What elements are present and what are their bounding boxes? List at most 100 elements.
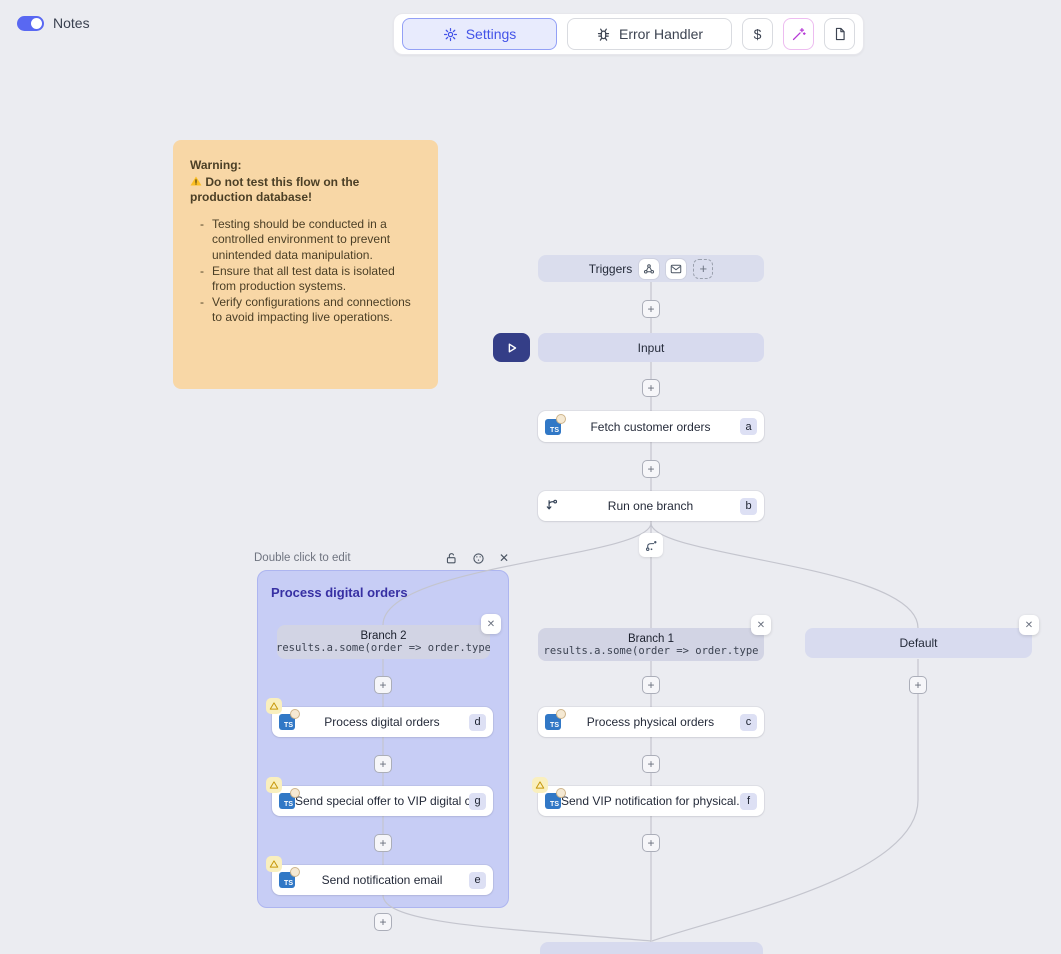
typescript-icon: TS	[545, 413, 566, 435]
typescript-icon: TS	[545, 709, 566, 730]
step-label: Process physical orders	[586, 715, 715, 729]
gear-icon	[443, 27, 458, 42]
branch-split-icon	[639, 533, 663, 557]
insert-step-button[interactable]: +	[642, 379, 660, 397]
step-node-send-vip-notification[interactable]: TS Send VIP notification for physical...…	[538, 786, 764, 816]
delete-branch2-button[interactable]: ✕	[481, 614, 501, 634]
step-id-badge: g	[469, 792, 486, 810]
unlock-icon[interactable]	[445, 551, 458, 565]
bun-runtime-icon	[556, 413, 566, 424]
branch2-condition-code: results.a.some(order => order.type	[277, 642, 490, 654]
step-id-badge: e	[469, 871, 486, 889]
insert-step-button[interactable]: +	[642, 460, 660, 478]
error-handler-button-label: Error Handler	[618, 26, 704, 42]
palette-icon[interactable]	[472, 551, 485, 565]
toggle-knob	[31, 18, 42, 29]
merge-node[interactable]	[540, 942, 763, 954]
step-label: Send special offer to VIP digital c...	[295, 794, 469, 808]
group-title: Process digital orders	[271, 585, 408, 600]
warning-note-bullet-list: Testing should be conducted in a control…	[190, 217, 421, 326]
branch1-title: Branch 1	[627, 632, 675, 645]
warning-note-bullet: Verify configurations and connections to…	[200, 295, 421, 326]
default-branch-node[interactable]: Default	[805, 628, 1032, 658]
warning-note-bullet: Ensure that all test data is isolated fr…	[200, 264, 421, 295]
step-node-process-physical-orders[interactable]: TS Process physical orders c	[538, 707, 764, 737]
settings-button-label: Settings	[465, 26, 517, 42]
email-trigger-button[interactable]	[666, 258, 687, 279]
add-trigger-button[interactable]: +	[693, 258, 714, 279]
branch2-condition-node[interactable]: Branch 2 results.a.some(order => order.t…	[277, 625, 490, 659]
triggers-node[interactable]: Triggers +	[538, 255, 764, 282]
close-group-icon[interactable]: ✕	[498, 551, 509, 565]
step-node-send-special-offer[interactable]: TS Send special offer to VIP digital c..…	[272, 786, 493, 816]
warning-note[interactable]: Warning: Do not test this flow on the pr…	[173, 140, 438, 389]
play-icon	[508, 343, 516, 352]
insert-step-button[interactable]: +	[909, 676, 927, 694]
group-edit-hint: Double click to edit	[254, 552, 351, 564]
branch1-condition-node[interactable]: Branch 1 results.a.some(order => order.t…	[538, 628, 764, 661]
bun-runtime-icon	[556, 709, 566, 719]
typescript-icon: TS	[279, 867, 300, 888]
step-label: Send notification email	[321, 873, 443, 887]
warning-note-alert-text: Do not test this flow on the production …	[190, 174, 360, 205]
step-label: Fetch customer orders	[590, 419, 711, 434]
step-id-badge: b	[740, 497, 757, 515]
input-node[interactable]: Input	[538, 333, 764, 362]
insert-step-button[interactable]: +	[374, 913, 392, 931]
insert-step-button[interactable]: +	[642, 834, 660, 852]
step-id-badge: a	[740, 418, 757, 435]
insert-step-button[interactable]: +	[374, 834, 392, 852]
warning-note-bullet: Testing should be conducted in a control…	[200, 217, 421, 264]
branch1-condition-code: results.a.some(order => order.type	[543, 644, 759, 657]
warning-note-alert: Do not test this flow on the production …	[190, 175, 421, 206]
ai-wand-button[interactable]	[783, 18, 814, 50]
step-node-process-digital-orders[interactable]: TS Process digital orders d	[272, 707, 493, 737]
branch2-title: Branch 2	[360, 630, 407, 642]
step-node-fetch-customer-orders[interactable]: TS Fetch customer orders a	[538, 411, 764, 442]
branch-one-icon	[545, 499, 561, 513]
insert-step-button[interactable]: +	[374, 755, 392, 773]
step-label: Run one branch	[607, 499, 694, 513]
typescript-icon: TS	[279, 709, 300, 730]
notes-toggle[interactable]	[17, 16, 44, 31]
delete-branch1-button[interactable]: ✕	[751, 615, 771, 635]
notes-toggle-label: Notes	[53, 15, 90, 31]
pricing-button[interactable]: $	[742, 18, 773, 50]
insert-step-button[interactable]: +	[642, 676, 660, 694]
warning-badge	[266, 777, 282, 793]
typescript-icon: TS	[279, 788, 300, 809]
document-button[interactable]	[824, 18, 855, 50]
bug-icon	[596, 27, 611, 42]
insert-step-button[interactable]: +	[374, 676, 392, 694]
document-icon	[833, 27, 847, 41]
webhook-icon	[644, 263, 655, 274]
step-node-send-notification-email[interactable]: TS Send notification email e	[272, 865, 493, 895]
step-id-badge: c	[740, 713, 757, 731]
warning-badge	[266, 856, 282, 872]
warning-badge	[266, 698, 282, 714]
error-handler-button[interactable]: Error Handler	[567, 18, 732, 50]
delete-default-branch-button[interactable]: ✕	[1019, 615, 1039, 635]
settings-button[interactable]: Settings	[402, 18, 557, 50]
bun-runtime-icon	[556, 788, 566, 798]
warning-note-title: Warning:	[190, 158, 242, 172]
insert-step-button[interactable]: +	[642, 755, 660, 773]
typescript-icon: TS	[545, 788, 566, 809]
step-node-run-one-branch[interactable]: Run one branch b	[538, 491, 764, 521]
webhook-trigger-button[interactable]	[639, 258, 660, 279]
step-label: Process digital orders	[324, 715, 440, 729]
insert-step-button[interactable]: +	[642, 300, 660, 318]
flow-toolbar: Settings Error Handler $	[393, 13, 864, 55]
bun-runtime-icon	[290, 709, 300, 719]
group-actions: ✕	[445, 551, 509, 565]
triggers-label: Triggers	[588, 261, 633, 276]
dollar-icon: $	[753, 26, 762, 42]
step-label: Send VIP notification for physical...	[561, 794, 740, 808]
bun-runtime-icon	[290, 788, 300, 798]
magic-wand-icon	[791, 27, 806, 42]
input-node-label: Input	[637, 340, 665, 355]
warning-badge	[532, 777, 548, 793]
run-flow-button[interactable]	[493, 333, 530, 362]
default-branch-label: Default	[899, 636, 938, 650]
